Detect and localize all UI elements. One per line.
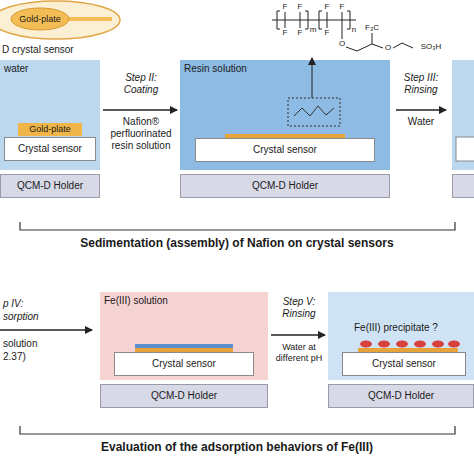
precipitate-dots [360,341,460,348]
repeat-index: m [310,26,317,34]
reagent-note: 2.37) [3,351,26,363]
reagent-note: solution [3,338,37,350]
step-arrow [271,334,325,336]
polymer-squiggle [294,106,334,116]
sensor-label: Crystal sensor [372,358,436,370]
sensor-label: Crystal sensor [18,143,82,155]
bond [285,12,286,20]
gold-plate-layer: Gold-plate [18,123,82,136]
holder-box: QCM-D Holder [100,384,268,408]
gold-strip [66,17,112,21]
liquid-panel: Fe(III) precipitate ? Crystal sensor [328,292,474,380]
step-label: Step III: Rinsing [398,72,444,96]
holder-box: QCM-D Holder [180,174,390,198]
holder-box: QCM-D Holder [0,174,100,198]
reagent-note: Water [392,116,450,128]
bond [346,44,372,51]
nafion-structure [272,11,413,51]
repeat-bracket [305,11,308,29]
section-caption: Sedimentation (assembly) of Nafion on cr… [0,236,474,250]
atom-label: F [283,29,288,37]
part-label: Gold-plate [19,14,61,24]
step-arrow [0,329,92,331]
liquid-panel: Resin solutionCrystal sensor [180,60,390,170]
repeat-bracket [347,11,350,29]
layer-label: Gold-plate [29,124,71,134]
atom-label: F [325,29,330,37]
atom-label: O [339,40,345,48]
gold-electrode [11,8,69,30]
crystal-sensor-box: Crystal sensor [195,138,375,162]
group-bracket [20,222,455,230]
sensor-label: Crystal sensor [253,144,317,156]
crystal-sensor-box: Crystal sensor [114,352,254,376]
holder-label: QCM-D Holder [151,390,217,402]
repeat-index: n [352,26,356,34]
section-caption: Evaluation of the adsorption behaviors o… [0,440,474,454]
adsorbed-layer [135,344,233,348]
sensor-disc [0,1,120,39]
liquid-label: Fe(III) solution [104,295,168,307]
step-label: p IV: [3,298,23,310]
bond [300,12,301,20]
liquid-panel: waterGold-plateCrystal sensor [0,60,100,170]
step-arrow [103,109,177,111]
atom-label: SO₃H [421,43,442,51]
repeat-bracket [277,11,280,29]
sensor-icon: Gold-plateD crystal sensor [0,0,122,40]
crystal-sensor-box: Crystal sensor [4,137,96,161]
bond [327,12,328,20]
liquid-label: water [4,63,28,75]
holder-box [453,175,474,198]
group-bracket [20,426,455,434]
bond [372,33,373,44]
crystal-sensor-box: Crystal sensor [342,352,466,376]
atom-label: F [298,3,303,11]
step-label: Step II: Coating [118,72,164,96]
callout-label: Fe(III) precipitate ? [354,322,438,334]
holder-label: QCM-D Holder [368,390,434,402]
bond [327,20,328,28]
liquid-panel: Fe(III) solutionCrystal sensor [100,292,268,380]
liquid-label: Resin solution [184,63,247,75]
reagent-note: Water at different pH [268,342,330,364]
atom-label: F [325,3,330,11]
sensor-illustration [0,0,122,40]
repeat-bracket [319,11,322,29]
part-label: D crystal sensor [2,44,74,56]
zoom-arrow [312,58,313,98]
holder-label: QCM-D Holder [252,180,318,192]
bond [393,43,413,48]
crystal-sensor-box [456,137,474,161]
atom-label: F [298,29,303,37]
step-arrow [396,109,446,111]
holder-box: QCM-D Holder [328,384,474,408]
step-label: Step V: Rinsing [276,296,322,320]
step-label: sorption [3,311,39,323]
bond [342,12,343,20]
atom-label: F [340,3,345,11]
sensor-label: Crystal sensor [152,358,216,370]
bond [300,20,301,28]
zoom-inset [288,98,340,126]
atom-label: O [385,44,391,52]
bond [285,20,286,28]
reagent-note: Nafion® perfluorinated resin solution [104,116,178,152]
atom-label: F₃C [365,24,379,32]
atom-label: F [283,3,288,11]
holder-label: QCM-D Holder [17,180,83,192]
bond [342,20,343,39]
bond [372,44,383,48]
